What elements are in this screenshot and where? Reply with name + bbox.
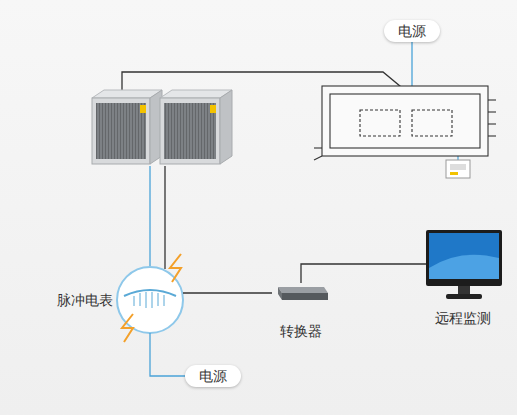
monitor-station: 远程监测 — [420, 228, 506, 327]
heat-pump-unit — [160, 90, 232, 164]
power-wire — [411, 42, 412, 86]
power-wire — [164, 166, 165, 269]
part-label: 脉冲电表 — [57, 292, 113, 309]
part-label: 转换器 — [272, 303, 330, 340]
part-label: 远程监测 — [420, 302, 506, 327]
thermostat — [446, 160, 470, 178]
connection-line — [150, 333, 185, 376]
heat-pump-unit — [92, 90, 162, 164]
monitor-symbol — [420, 228, 506, 302]
power-label: 电源 — [185, 365, 241, 388]
lightning-symbol — [122, 314, 133, 342]
connection-line — [301, 264, 426, 283]
connection-line — [183, 292, 272, 293]
power-label: 电源 — [384, 20, 440, 43]
converter-symbol — [272, 283, 330, 303]
converter-device: 转换器 — [272, 283, 330, 340]
lightning-symbol — [170, 254, 181, 282]
power-label: 电源 — [384, 20, 440, 43]
indoor-unit — [314, 86, 496, 160]
power-label: 电源 — [185, 365, 241, 388]
power-wire — [149, 166, 150, 266]
pulse-meter: 脉冲电表 — [117, 267, 183, 333]
